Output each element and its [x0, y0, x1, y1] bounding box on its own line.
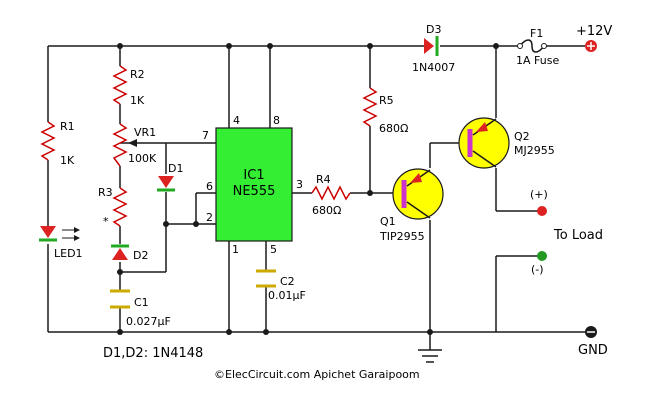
ic1-pin5: 5 — [270, 243, 277, 256]
r5-value: 680Ω — [379, 122, 408, 135]
ic1-pin1: 1 — [232, 243, 239, 256]
c1-value: 0.027µF — [126, 315, 171, 328]
supply-ground: GND — [578, 343, 608, 358]
d3-part: 1N4007 — [412, 61, 455, 74]
q2-part: MJ2955 — [514, 144, 555, 157]
c1-capacitor-icon — [110, 289, 130, 309]
vr1-ref: VR1 — [134, 126, 156, 139]
d3-ref: D3 — [426, 23, 441, 36]
c1-ref: C1 — [134, 296, 149, 309]
r5-resistor — [362, 87, 378, 127]
r3-value: * — [103, 215, 109, 228]
ic1-pin2: 2 — [206, 211, 213, 224]
f1-rating: 1A Fuse — [516, 54, 559, 67]
c2-ref: C2 — [280, 275, 295, 288]
d2-ref: D2 — [133, 249, 148, 262]
r2-ref: R2 — [130, 68, 145, 81]
r3-ref: R3 — [98, 186, 113, 199]
c2-value: 0.01µF — [268, 289, 306, 302]
d2-diode-icon — [111, 244, 129, 260]
vr1-wiper-arrow — [128, 139, 137, 147]
r4-ref: R4 — [316, 173, 331, 186]
d1-diode-icon — [157, 176, 175, 192]
d3-diode-icon — [424, 36, 439, 56]
vr1-potentiometer — [112, 123, 128, 167]
f1-ref: F1 — [530, 27, 543, 40]
q1-ref: Q1 — [380, 215, 396, 228]
diode-note: D1,D2: 1N4148 — [103, 346, 203, 361]
r5-ref: R5 — [379, 94, 394, 107]
r3-resistor — [112, 187, 128, 227]
led1-ref: LED1 — [54, 247, 83, 260]
r1-value: 1K — [60, 154, 75, 167]
ic1-pin3: 3 — [296, 178, 303, 191]
load-label: To Load — [553, 228, 603, 243]
c2-capacitor-icon — [256, 269, 276, 288]
q2-transistor-icon — [458, 117, 510, 169]
r2-resistor — [112, 65, 128, 105]
ic1-pin8: 8 — [273, 114, 280, 127]
r2-value: 1K — [130, 94, 145, 107]
f1-fuse-icon — [519, 39, 545, 53]
vr1-value: 100K — [128, 152, 157, 165]
ic1-part: NE555 — [233, 184, 276, 199]
r4-resistor — [311, 185, 351, 201]
q2-ref: Q2 — [514, 130, 530, 143]
led1-icon — [39, 226, 80, 242]
r4-value: 680Ω — [312, 204, 341, 217]
q1-transistor-icon — [392, 168, 444, 220]
load-minus-terminal-icon — [537, 251, 547, 261]
wires — [47, 45, 585, 363]
load-plus-terminal-icon — [537, 206, 547, 216]
ic1-pin4: 4 — [233, 114, 240, 127]
r1-ref: R1 — [60, 120, 75, 133]
ic1-pin6: 6 — [206, 180, 213, 193]
load-plus-label: (+) — [530, 188, 548, 201]
load-minus-label: (-) — [531, 263, 544, 276]
ic1-body — [215, 127, 293, 242]
q1-part: TIP2955 — [379, 230, 425, 243]
r1-resistor — [40, 121, 56, 161]
ic1-pin7: 7 — [202, 129, 209, 142]
supply-positive: +12V — [576, 24, 612, 39]
d1-ref: D1 — [168, 162, 183, 175]
junction-dots — [117, 43, 499, 335]
credit: ©ElecCircuit.com Apichet Garaipoom — [214, 368, 420, 381]
ic1-ref: IC1 — [243, 168, 264, 183]
